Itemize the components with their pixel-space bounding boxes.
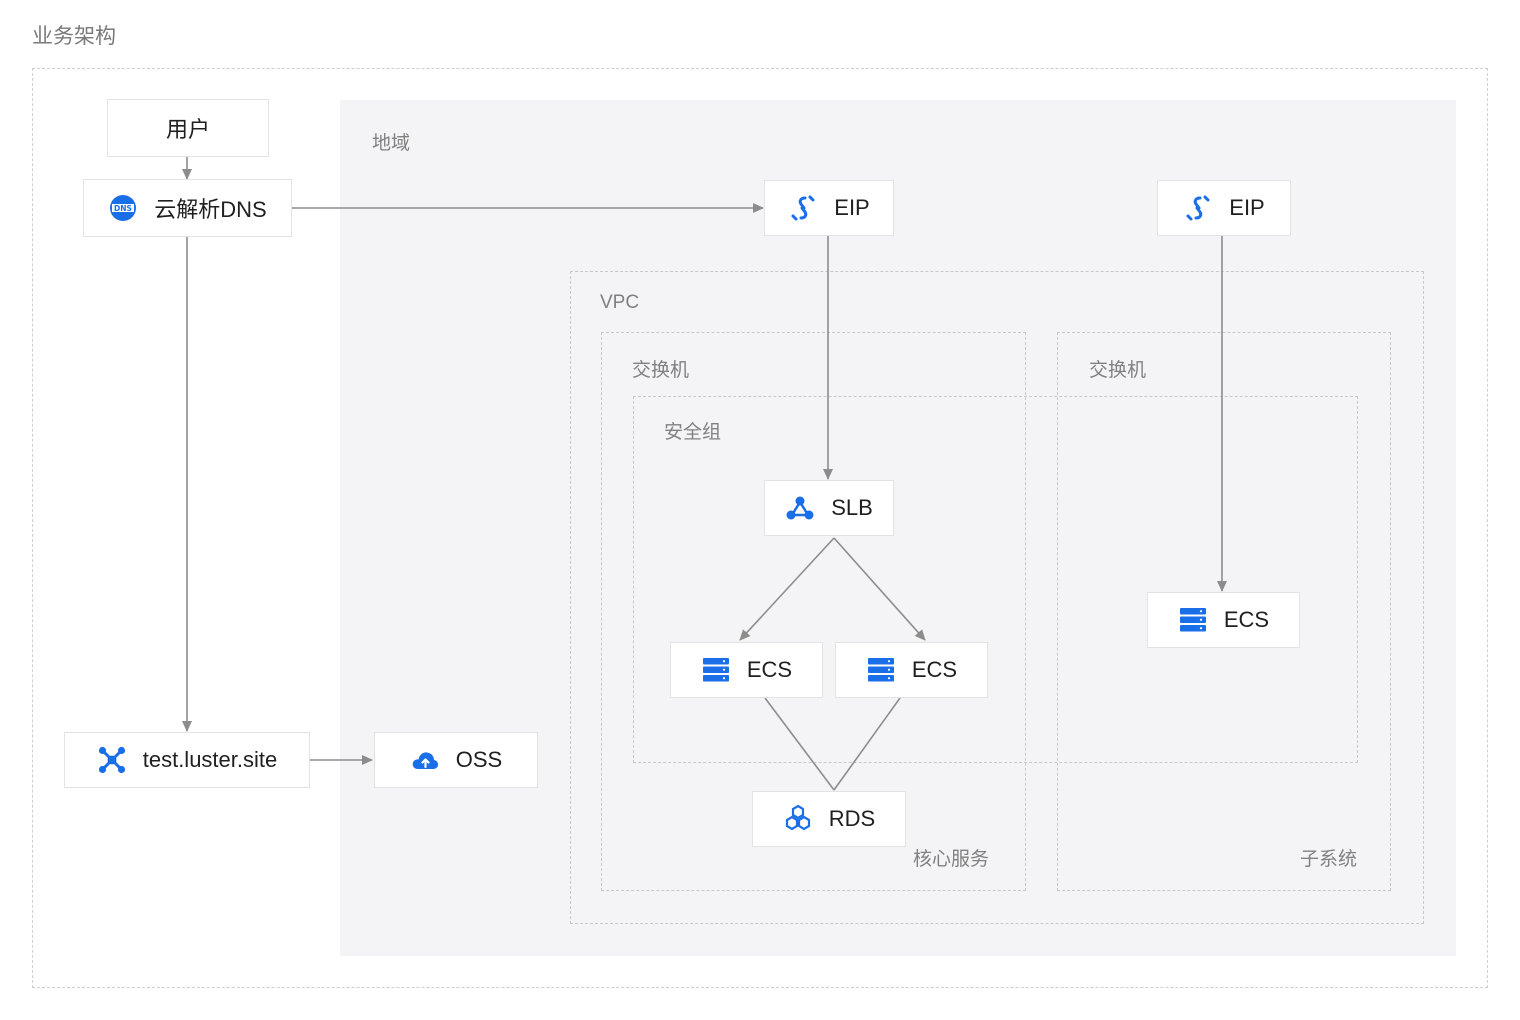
vpc-label: VPC: [600, 292, 640, 313]
ecs-mid-node[interactable]: ECS: [835, 642, 988, 698]
eip-left-label: EIP: [834, 195, 870, 220]
eip-right-label: EIP: [1229, 195, 1265, 220]
region-label: 地域: [372, 133, 411, 154]
rds-label: RDS: [828, 806, 876, 831]
site-label: test.luster.site: [142, 747, 278, 772]
subsystem-label: 子系统: [1300, 849, 1358, 870]
oss-node[interactable]: OSS: [374, 732, 538, 788]
ecs-left-node[interactable]: ECS: [670, 642, 823, 698]
site-node[interactable]: test.luster.site: [64, 732, 310, 788]
slb-label: SLB: [831, 495, 873, 520]
security-group-label: 安全组: [664, 422, 722, 443]
dns-node-label: 云解析DNS: [154, 197, 267, 222]
eip-left-node[interactable]: EIP: [764, 180, 894, 236]
switch-left-container: [601, 332, 1026, 891]
switch-right-container: [1057, 332, 1391, 891]
dns-icon: DNS: [108, 193, 138, 223]
ecs-left-label: ECS: [746, 657, 793, 682]
oss-label: OSS: [455, 747, 503, 772]
eip-right-node[interactable]: EIP: [1157, 180, 1291, 236]
vpc-container: [570, 271, 1424, 924]
line-ecs-mid-to-rds: [833, 697, 901, 791]
slb-node[interactable]: SLB: [764, 480, 894, 536]
security-group-container: [633, 396, 1358, 763]
eip-link-icon: [788, 193, 818, 223]
core-service-label: 核心服务: [913, 849, 990, 870]
svg-text:DNS: DNS: [114, 204, 132, 213]
arrow-slb-to-ecs-mid: [833, 537, 926, 641]
eip-link-icon: [1183, 193, 1213, 223]
ecs-right-label: ECS: [1223, 607, 1270, 632]
server-stack-icon: [701, 655, 731, 685]
page-title: 业务架构: [32, 25, 116, 48]
load-balancer-icon: [785, 493, 815, 523]
user-node[interactable]: 用户: [107, 99, 269, 157]
dns-node[interactable]: DNS 云解析DNS: [83, 179, 292, 237]
business-architecture-frame: [32, 68, 1488, 988]
database-hexagon-icon: [783, 804, 813, 834]
line-ecs-left-to-rds: [764, 697, 835, 791]
rds-node[interactable]: RDS: [752, 791, 906, 847]
ecs-mid-label: ECS: [911, 657, 958, 682]
network-node-icon: [97, 745, 127, 775]
cloud-upload-icon: [410, 745, 440, 775]
ecs-right-node[interactable]: ECS: [1147, 592, 1300, 648]
switch-right-label: 交换机: [1089, 360, 1147, 381]
user-node-label: 用户: [165, 117, 210, 142]
switch-left-label: 交换机: [632, 360, 690, 381]
server-stack-icon: [1178, 605, 1208, 635]
arrow-slb-to-ecs-left: [739, 537, 835, 641]
server-stack-icon: [866, 655, 896, 685]
